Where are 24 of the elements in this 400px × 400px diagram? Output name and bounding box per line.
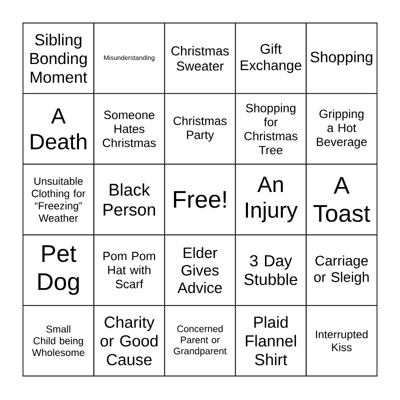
bingo-cell: Gift Exchange xyxy=(234,22,307,94)
bingo-cell: Gripping a Hot Beverage xyxy=(306,93,378,165)
bingo-cell: Shopping xyxy=(306,22,378,94)
bingo-cell: Charity or Good Cause xyxy=(93,304,166,376)
bingo-cell: Interrupted Kiss xyxy=(306,304,378,376)
bingo-cell: Pom Pom Hat with Scarf xyxy=(93,234,166,306)
bingo-cell: Small Child being Wholesome xyxy=(22,304,94,376)
bingo-cell: Elder Gives Advice xyxy=(164,234,236,306)
bingo-cell: Sibling Bonding Moment xyxy=(22,22,94,94)
bingo-cell: Christmas Sweater xyxy=(164,22,236,94)
bingo-cell: Concerned Parent or Grandparent xyxy=(164,304,236,376)
bingo-cell: 3 Day Stubble xyxy=(234,234,307,306)
bingo-cell: Pet Dog xyxy=(22,234,94,306)
bingo-cell: An Injury xyxy=(234,164,307,236)
bingo-cell: Plaid Flannel Shirt xyxy=(234,304,307,376)
bingo-cell: A Toast xyxy=(306,164,378,236)
bingo-cell: Unsuitable Clothing for “Freezing” Weather xyxy=(22,164,94,236)
bingo-cell: Carriage or Sleigh xyxy=(306,234,378,306)
bingo-cell: Someone Hates Christmas xyxy=(93,93,166,165)
bingo-cell: Christmas Party xyxy=(164,93,236,165)
bingo-cell: Shopping for Christmas Tree xyxy=(234,93,307,165)
bingo-cell: A Death xyxy=(22,93,94,165)
bingo-cell: Black Person xyxy=(93,164,166,236)
bingo-cell: Free! xyxy=(164,164,236,236)
